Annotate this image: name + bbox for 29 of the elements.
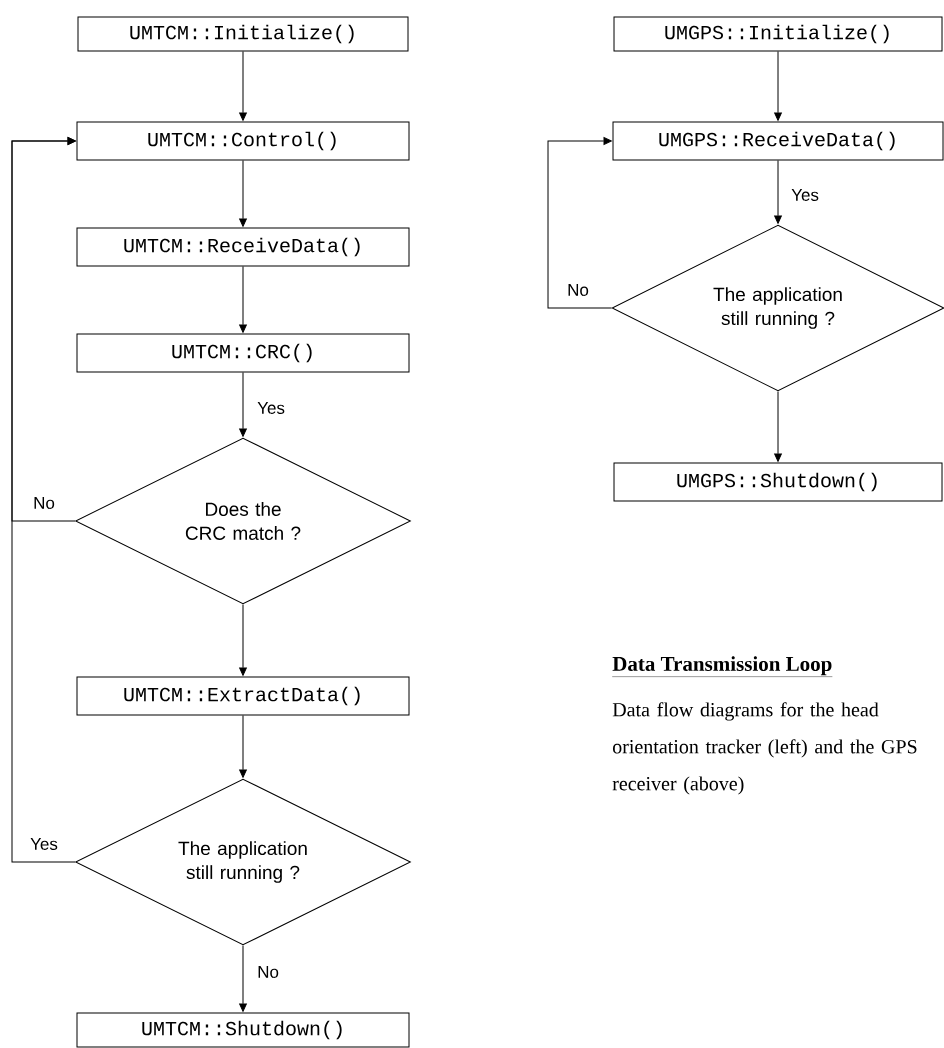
- process-box: UMGPS::Initialize(): [613, 16, 943, 52]
- edge-label: No: [32, 496, 56, 510]
- arrow: [239, 715, 247, 778]
- arrow: [239, 604, 247, 676]
- process-box: UMTCM::Control(): [76, 121, 410, 161]
- arrow: [774, 391, 782, 462]
- arrow: [774, 51, 782, 121]
- arrow: [239, 266, 247, 333]
- process-box: UMGPS::ReceiveData(): [612, 121, 944, 161]
- arrow: [239, 51, 247, 121]
- edge-label: Yes: [256, 401, 286, 415]
- edge-label: No: [566, 283, 590, 297]
- edge-label: No: [256, 965, 280, 979]
- caption: Data flow diagrams for the head orientation tracker (left) and the GPS receiver (above): [612, 702, 917, 795]
- edge-label: Yes: [29, 837, 59, 851]
- process-box: UMTCM::Initialize(): [77, 16, 409, 52]
- arrow: [547, 137, 612, 309]
- heading: Data Transmission Loop: [612, 656, 833, 677]
- arrow: [239, 372, 247, 437]
- arrow: [11, 137, 76, 863]
- arrow: [239, 160, 247, 227]
- process-box: UMTCM::ExtractData(): [76, 676, 410, 716]
- arrow: [239, 945, 247, 1012]
- arrow: [774, 160, 782, 224]
- process-box: UMGPS::Shutdown(): [613, 462, 943, 502]
- process-box: UMTCM::ReceiveData(): [76, 227, 410, 267]
- process-box: UMTCM::Shutdown(): [76, 1012, 410, 1048]
- edge-label: Yes: [790, 188, 820, 202]
- process-box: UMTCM::CRC(): [76, 333, 410, 373]
